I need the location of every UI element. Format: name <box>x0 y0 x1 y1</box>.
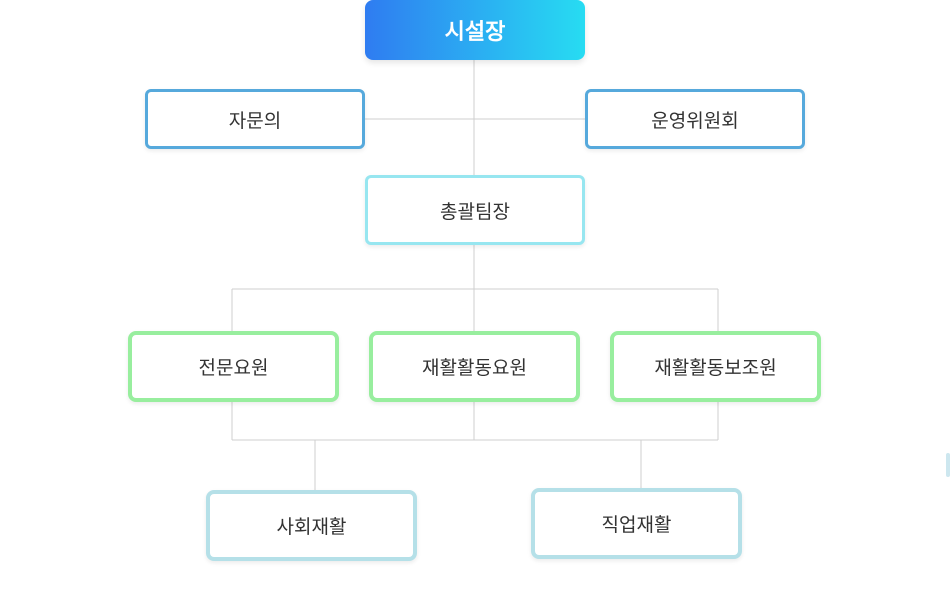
staff-node-label: 재활활동보조원 <box>654 357 777 379</box>
staff-node-specialist: 전문요원 <box>128 331 339 402</box>
steering-committee-node-label: 운영위원회 <box>651 109 739 132</box>
staff-node-rehab-assistant: 재활활동보조원 <box>610 331 821 402</box>
staff-node-label: 재활활동요원 <box>422 357 527 379</box>
program-node-label: 직업재활 <box>601 514 672 536</box>
program-node-social-rehab: 사회재활 <box>206 490 417 561</box>
program-node-label: 사회재활 <box>276 516 347 538</box>
advisory-node: 자문의 <box>145 89 365 149</box>
program-node-vocational-rehab: 직업재활 <box>531 488 742 559</box>
general-manager-node: 총괄팀장 <box>365 175 585 245</box>
staff-node-rehab-activity: 재활활동요원 <box>369 331 580 402</box>
steering-committee-node: 운영위원회 <box>585 89 805 149</box>
root-node-label: 시설장 <box>444 20 506 45</box>
general-manager-node-label: 총괄팀장 <box>440 200 510 223</box>
root-node: 시설장 <box>365 0 585 60</box>
staff-node-label: 전문요원 <box>198 357 269 379</box>
advisory-node-label: 자문의 <box>228 109 282 132</box>
scroll-edge-indicator <box>946 453 950 477</box>
